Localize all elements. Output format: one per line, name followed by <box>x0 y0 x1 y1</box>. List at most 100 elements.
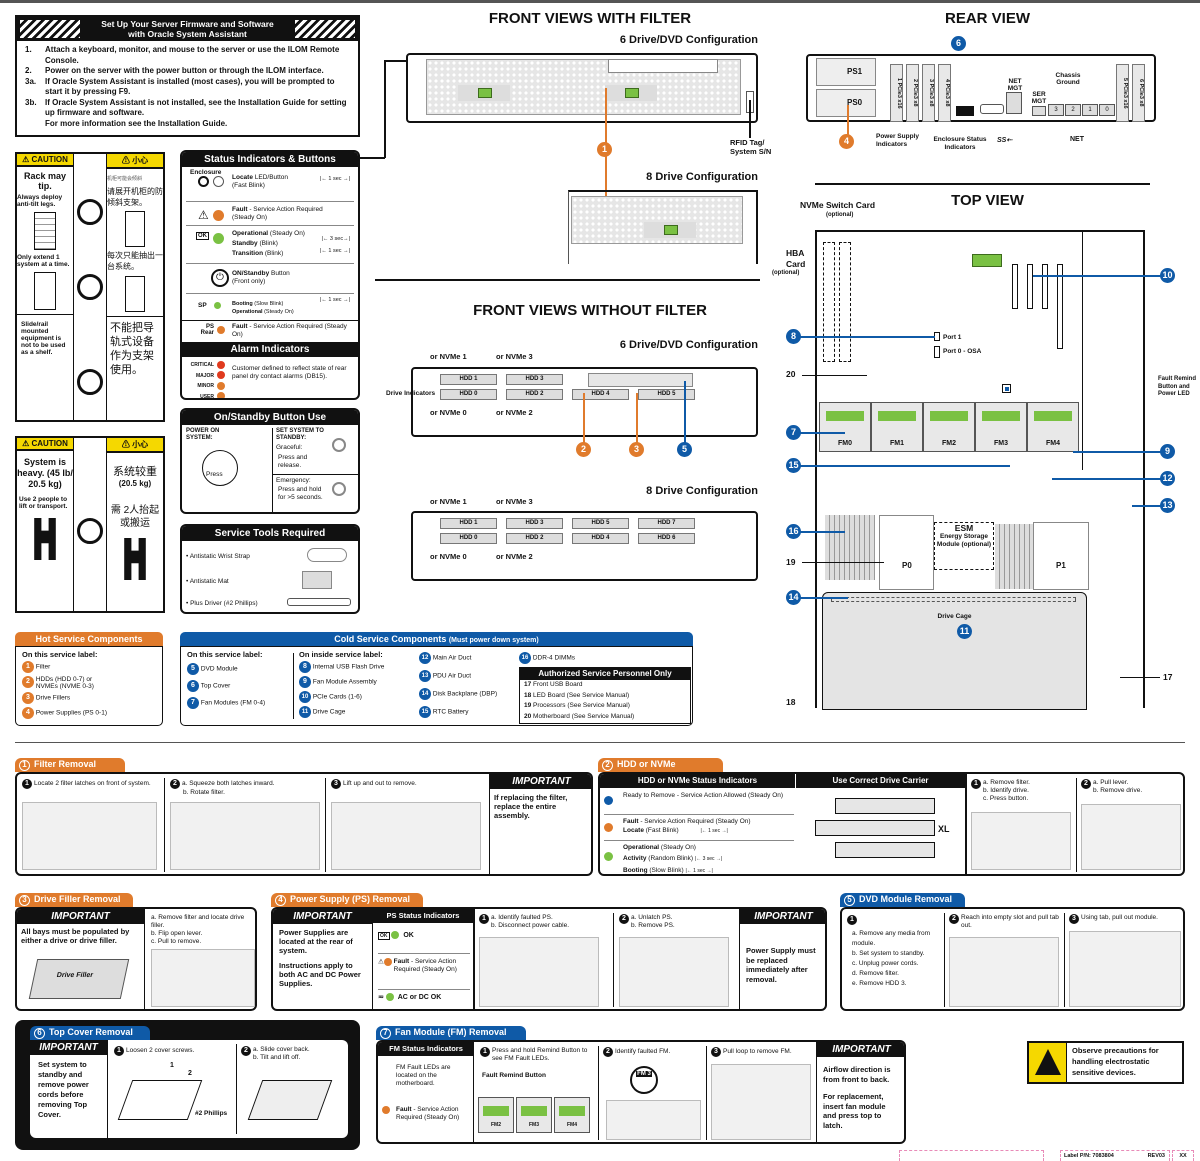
callout-14: 14 <box>786 590 801 605</box>
divider <box>273 474 358 475</box>
callout-3: 3 <box>629 442 644 457</box>
two-people-lift-icon <box>34 518 56 560</box>
divider <box>293 653 294 719</box>
vga-port[interactable] <box>980 104 1004 114</box>
callout-1: 1 <box>597 142 612 157</box>
leader-line <box>384 60 386 158</box>
hba-card-label: HBA Card <box>786 248 806 269</box>
fan-module-fm4[interactable]: FM4 <box>1027 402 1079 452</box>
rack-icon-cn <box>125 211 145 247</box>
hdd-0[interactable]: HDD 0 <box>440 389 497 400</box>
ps-important: IMPORTANT Power Supplies are located at … <box>273 909 373 1009</box>
ps1-module[interactable]: PS1 <box>816 58 876 86</box>
fm-status-indicators: FM Status Indicators FM Fault LEDs are l… <box>378 1042 474 1142</box>
latch-green <box>664 225 678 235</box>
pcie-slot-4[interactable]: 4 PCIe3 x8 <box>938 64 951 122</box>
divider <box>236 1044 237 1134</box>
leader-line <box>360 157 385 159</box>
hdd-0[interactable]: HDD 0 <box>440 533 497 544</box>
net-port-2[interactable]: 2 <box>1065 104 1081 116</box>
auth-item: 18 LED Board (See Service Manual) <box>524 691 630 699</box>
hdd-7[interactable]: HDD 7 <box>638 518 695 529</box>
filter-latch <box>644 222 696 238</box>
config-8-label: 8 Drive Configuration <box>646 171 758 183</box>
processor-p0: P0 <box>879 515 934 590</box>
hdd-indicators-title: HDD or NVMe Status Indicators <box>600 774 795 788</box>
ps-removal-panel: IMPORTANT Power Supplies are located at … <box>271 907 827 1011</box>
hdd-4[interactable]: HDD 4 <box>572 389 629 400</box>
fault-remind-button[interactable] <box>1002 384 1011 393</box>
hdd-5[interactable]: HDD 5 <box>572 518 629 529</box>
dvd-module[interactable] <box>588 373 693 387</box>
config-6-label: 6 Drive/DVD Configuration <box>619 339 758 351</box>
net-port-3[interactable]: 3 <box>1048 104 1064 116</box>
rear-chassis: PS1 PS0 1 PCIe3 x16 2 PCIe3 x8 3 PCIe3 x… <box>806 54 1156 122</box>
hdd-2[interactable]: HDD 2 <box>506 533 563 544</box>
latch-green <box>478 88 492 98</box>
fan-module-fm3[interactable]: FM3 <box>975 402 1027 452</box>
sp-label: SP <box>198 302 207 309</box>
callout-9: 9 <box>1160 444 1175 459</box>
antistatic-mat-icon <box>302 571 332 589</box>
net-port-0[interactable]: 0 <box>1099 104 1115 116</box>
hdd-2[interactable]: HDD 2 <box>506 389 563 400</box>
usb-port-0[interactable] <box>934 346 940 358</box>
leader-line <box>749 100 751 138</box>
fm-detail-illustration: FM2 FM3 FM4 <box>478 1097 593 1137</box>
cold-item: 14 Disk Backplane (DBP) <box>419 688 519 700</box>
hdd-5[interactable]: HDD 5 <box>638 389 695 400</box>
disconnect-cable-illustration <box>479 937 599 1007</box>
operational-row: Operational (Steady On)Activity (Random … <box>604 840 794 874</box>
front-chassis-8-drive-filter <box>568 190 758 264</box>
hot-item: 2 HDDs (HDD 0-7) or NVMEs (NVME 0-3) <box>22 676 156 690</box>
pcie-slot-1[interactable]: 1 PCIe3 x16 <box>890 64 903 122</box>
rack-tip-title: Rack may tip. <box>23 171 67 191</box>
pcie-slot-3[interactable]: 3 PCIe3 x8 <box>922 64 935 122</box>
hdd-3[interactable]: HDD 3 <box>506 518 563 529</box>
tool-phillips-driver: • Plus Driver (#2 Phillips) <box>186 600 258 607</box>
cold-item: 8 Internal USB Flash Drive <box>299 661 414 673</box>
callout-line <box>1073 451 1163 453</box>
fm-led-note: FM Fault LEDs are located on the motherb… <box>396 1064 451 1087</box>
ser-mgt-label: SER MGT <box>1031 91 1047 105</box>
net-mgt-port[interactable] <box>1006 92 1022 114</box>
cn-small-text: 机柜可能会倾斜 <box>107 176 143 182</box>
no-single-lift-icon <box>77 518 103 544</box>
fan-module-fm1[interactable]: FM1 <box>871 402 923 452</box>
status-indicators-panel: Status Indicators & Buttons Enclosure Lo… <box>180 150 360 400</box>
ps0-module[interactable]: PS0 <box>816 89 876 117</box>
step-number: 2 <box>603 1047 613 1057</box>
net-mgt-label: NET MGT <box>1007 78 1023 92</box>
fan-module-fm2[interactable]: FM2 <box>923 402 975 452</box>
label-placeholder <box>899 1150 1044 1161</box>
authorized-personnel-title: Authorized Service Personnel Only <box>519 667 691 680</box>
hdd-6[interactable]: HDD 6 <box>638 533 695 544</box>
alarm-major: MAJOR <box>195 372 214 379</box>
drive-carrier-title: Use Correct Drive Carrier <box>795 774 965 788</box>
screwdriver-icon <box>287 598 351 606</box>
enclosure-label: Enclosure <box>190 169 222 176</box>
ser-mgt-port[interactable] <box>1032 106 1046 116</box>
divider <box>1064 913 1065 1007</box>
callout-line <box>636 393 638 443</box>
pcie-slot-5[interactable]: 5 PCIe3 x16 <box>1116 64 1129 122</box>
hdd-1[interactable]: HDD 1 <box>440 374 497 385</box>
drive-indicators-label: Drive Indicators <box>386 390 436 397</box>
hdd-4[interactable]: HDD 4 <box>572 533 629 544</box>
hdd-3[interactable]: HDD 3 <box>506 374 563 385</box>
top-border <box>0 0 1200 3</box>
press-callout: Press <box>202 450 238 486</box>
nvme-0-label: or NVMe 0 <box>430 552 467 561</box>
net-port-1[interactable]: 1 <box>1082 104 1098 116</box>
hdd-1[interactable]: HDD 1 <box>440 518 497 529</box>
pcie-slot-2[interactable]: 2 PCIe3 x8 <box>906 64 919 122</box>
ready-to-remove-row: Ready to Remove - Service Action Allowed… <box>604 792 794 805</box>
fan-module-fm0[interactable]: FM0 <box>819 402 871 452</box>
authorized-list: 17 Front USB Board 18 LED Board (See Ser… <box>519 680 691 724</box>
pcie-slot-6[interactable]: 6 PCIe3 x8 <box>1132 64 1145 122</box>
